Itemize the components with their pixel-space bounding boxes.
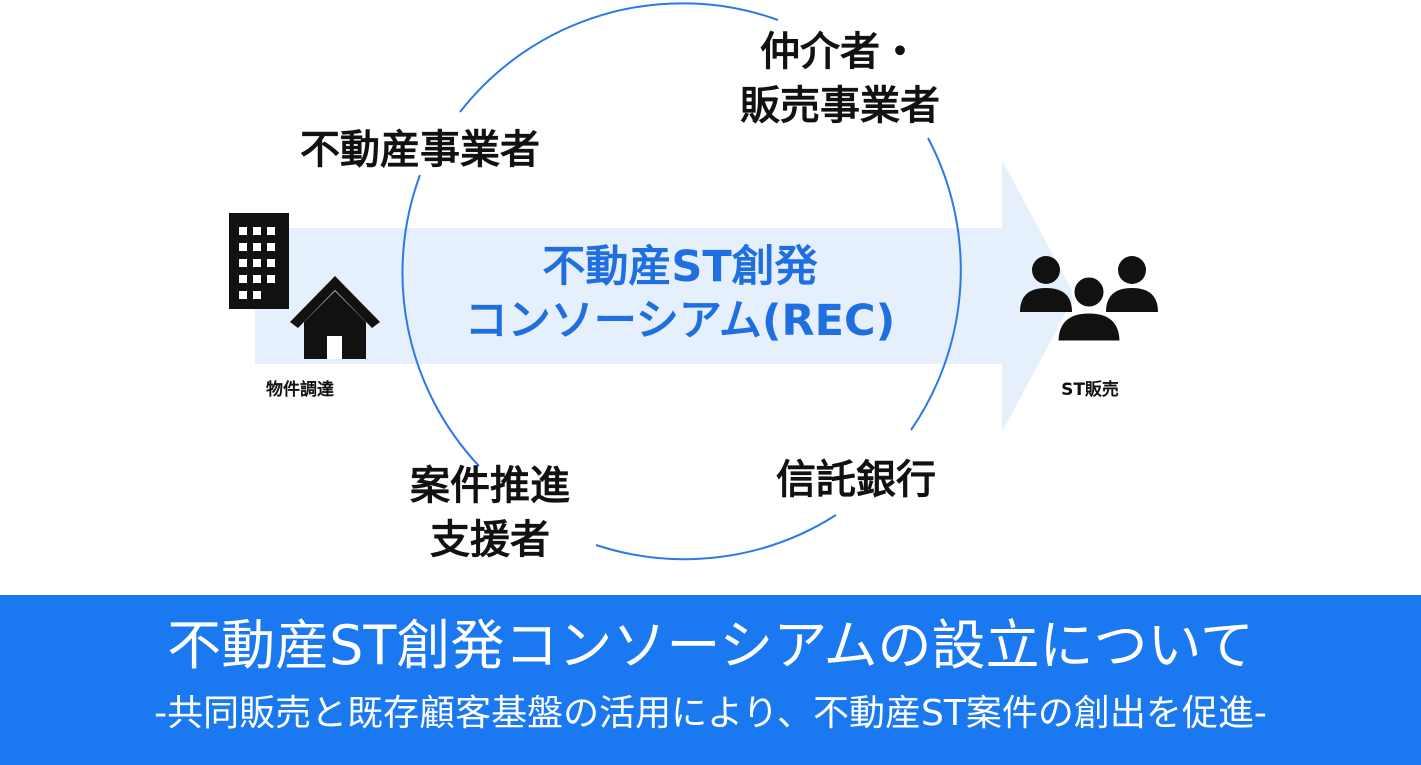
building-icon [229, 213, 289, 309]
label-property-procurement: 物件調達 [266, 380, 334, 400]
people-group-icon [1020, 256, 1158, 344]
label-brokers-line2: 販売事業者 [740, 83, 940, 129]
consortium-name-line1: 不動産ST創発 [542, 242, 818, 292]
label-project-support-line2: 支援者 [430, 517, 550, 563]
cycle-arc-left [401, 174, 480, 467]
banner-title: 不動産ST創発コンソーシアムの設立について [167, 614, 1254, 677]
cycle-arc-bottom [595, 514, 837, 561]
label-trust-bank: 信託銀行 [776, 457, 936, 503]
banner-subtitle: -共同販売と既存顧客基盤の活用により、不動産ST案件の創出を促進- [154, 693, 1267, 734]
flow-arrow [255, 160, 1075, 432]
cycle-arc-top [459, 2, 779, 113]
consortium-diagram [229, 2, 1158, 561]
label-brokers-line1: 仲介者・ [760, 29, 920, 75]
title-banner [0, 595, 1421, 765]
consortium-name-line2: コンソーシアム(REC) [464, 296, 896, 346]
label-real-estate-developers: 不動産事業者 [300, 127, 540, 173]
cycle-arc-right [910, 137, 962, 431]
label-st-sales: ST販売 [1061, 380, 1119, 400]
label-project-support-line1: 案件推進 [410, 463, 570, 509]
house-icon [290, 276, 380, 359]
